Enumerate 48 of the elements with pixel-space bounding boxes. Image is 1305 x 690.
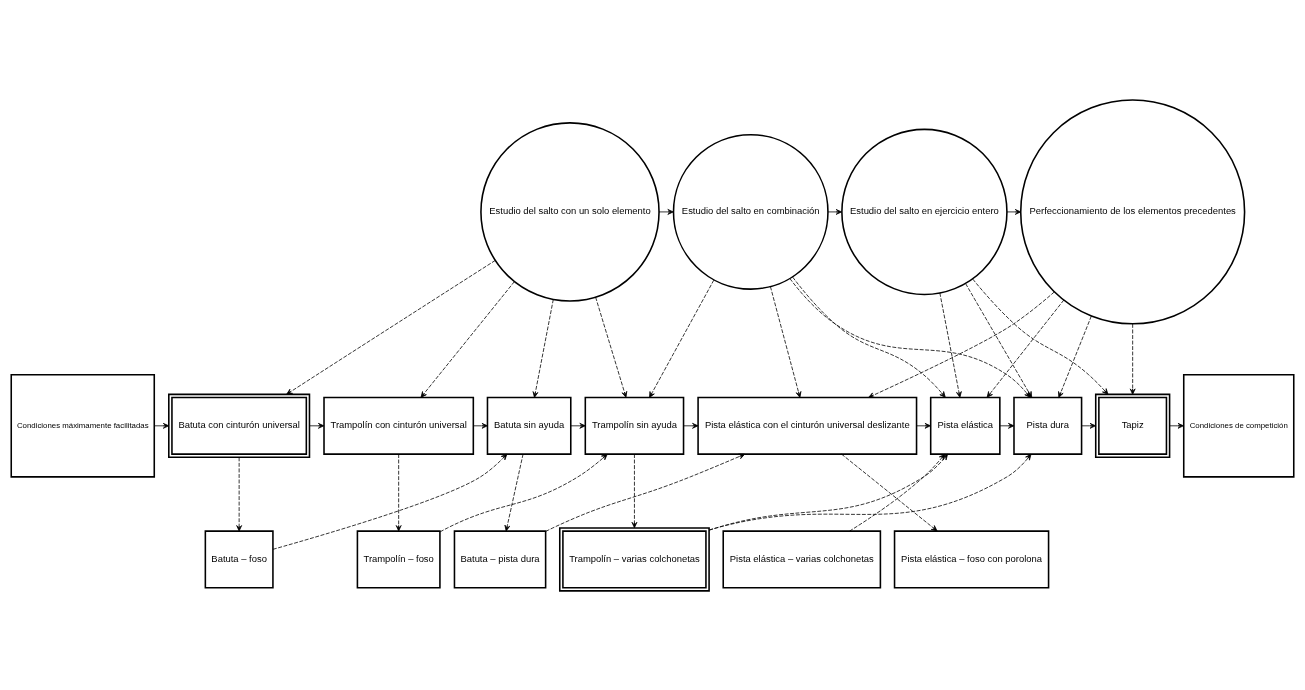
node-box: Pista elástica – varias colchonetas (722, 529, 882, 588)
arrow (545, 453, 746, 532)
arrow (532, 298, 554, 398)
arrow (1129, 322, 1136, 395)
node-box: Pista elástica con el cinturón universal deslizante (697, 396, 918, 455)
arrow (286, 259, 496, 395)
arrow (683, 422, 699, 429)
arrow (1058, 315, 1092, 398)
node-box: Condiciones máximamente facilitadas (10, 373, 156, 478)
node-box: Trampolín con cinturón universal (323, 396, 475, 455)
arrow (827, 208, 842, 215)
arrow (272, 453, 508, 550)
arrow (770, 285, 802, 398)
arrow (504, 453, 524, 531)
node-box: Trampolín – foso (356, 529, 441, 588)
node-box: Trampolín sin ayuda (584, 396, 685, 455)
arrow (939, 292, 962, 398)
node-circle: Estudio del salto con un solo elemento (480, 121, 660, 302)
node-box: Batuta – pista dura (453, 529, 547, 588)
arrow (420, 280, 515, 398)
arrow (916, 422, 931, 429)
arrow (1169, 422, 1184, 429)
arrow (439, 453, 608, 532)
arrow (631, 453, 638, 528)
node-box: Pista elástica – foso con porolona (893, 529, 1050, 588)
node-box: Condiciones de competición (1182, 373, 1295, 478)
node-circle: Estudio del salto en ejercicio entero (841, 128, 1008, 295)
node-circle: Estudio del salto en combinación (672, 133, 829, 290)
arrow (309, 422, 325, 429)
arrow (658, 208, 674, 215)
node-box: Batuta – foso (204, 529, 274, 588)
arrow (570, 422, 586, 429)
arrow (972, 278, 1109, 395)
arrow (395, 453, 402, 531)
node-circle: Perfeccionamiento de los elementos precedentes (1019, 98, 1246, 325)
arrow (792, 276, 946, 398)
node-box: Pista elástica (929, 396, 1001, 455)
arrow (649, 279, 715, 398)
arrow (841, 453, 938, 531)
node-box: Pista dura (1013, 396, 1083, 455)
node-box: Batuta sin ayuda (486, 396, 572, 455)
arrow (236, 456, 242, 531)
arrow (1006, 208, 1022, 215)
arrow (1081, 422, 1096, 429)
arrow (473, 422, 488, 429)
arrow (595, 296, 628, 398)
arrow (999, 422, 1015, 429)
arrow (154, 422, 170, 429)
